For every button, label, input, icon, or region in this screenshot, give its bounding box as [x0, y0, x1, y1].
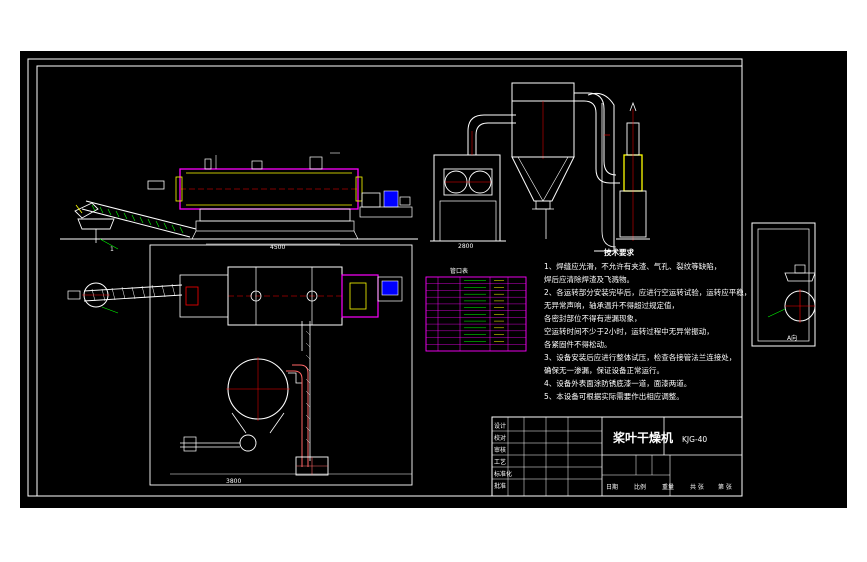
- title-block-cell: 设计: [494, 422, 506, 430]
- tech-req-line: 各密封部位不得有泄漏现象，: [544, 313, 642, 323]
- title-block-cell: 共 张: [690, 483, 704, 491]
- title-block-drawing-no: KJG-40: [682, 435, 707, 444]
- parts-table: 管口表: [425, 267, 527, 352]
- detail-view: A向: [751, 222, 816, 347]
- drive-motor-front: [383, 190, 399, 208]
- title-block-cell: 标准化: [494, 470, 512, 478]
- plan-dimension: 3800: [226, 478, 241, 485]
- side-dimension: 2800: [458, 243, 473, 250]
- title-block-title: 桨叶干燥机: [612, 430, 673, 445]
- side-view: 2800: [430, 82, 650, 252]
- drive-motor-plan: [381, 280, 399, 296]
- tech-req-line: 确保无一渗漏，保证设备正常运行。: [544, 365, 664, 375]
- tech-req-line: 2、各运转部分安装完毕后，应进行空运转试验，运转应平稳，: [544, 287, 751, 297]
- plan-view: 3800: [67, 244, 413, 486]
- title-block-cell: 批准: [494, 482, 506, 490]
- inner-border: [36, 65, 743, 497]
- title-block-cell: 第 张: [718, 483, 732, 491]
- tech-req-line: 各紧固件不得松动。: [544, 339, 612, 349]
- title-block-cell: 日期: [606, 483, 618, 491]
- tech-req-line: 4、设备外表面涂防锈底漆一道，面漆两道。: [544, 378, 691, 388]
- front-dimension: 4500: [270, 244, 285, 251]
- drawing-svg: A向 1: [27, 58, 816, 497]
- title-block-cell: 比例: [634, 483, 646, 491]
- title-block-cell: 重量: [662, 483, 674, 491]
- technical-requirements: 技术要求 1、焊缝应光滑，不允许有夹渣、气孔、裂纹等缺陷， 焊后应清除焊渣及飞溅…: [544, 247, 751, 401]
- svg-text:1: 1: [110, 246, 114, 253]
- tech-req-line: 空运转时间不少于2小时，运转过程中无异常振动，: [544, 326, 714, 336]
- tech-req-line: 无异常声响，轴承温升不得超过规定值，: [544, 300, 679, 310]
- tech-req-line: 焊后应清除焊渣及飞溅物。: [544, 274, 634, 284]
- tech-req-line: 5、本设备可根据实际需要作出相应调整。: [544, 391, 684, 401]
- tech-req-heading: 技术要求: [604, 247, 634, 257]
- tech-req-line: 1、焊缝应光滑，不允许有夹渣、气孔、裂纹等缺陷，: [544, 261, 721, 271]
- title-block-cell: 工艺: [494, 458, 506, 466]
- title-block-cell: 审核: [494, 446, 506, 454]
- front-view: 1 4500: [60, 152, 418, 253]
- detail-view-label: A向: [787, 334, 797, 342]
- tech-req-line: 3、设备安装后应进行整体试压，检查各接管法兰连接处，: [544, 352, 736, 362]
- dryer-front-body: [179, 168, 359, 210]
- title-block-cell: 校对: [494, 434, 506, 442]
- parts-table-heading: 管口表: [450, 267, 468, 275]
- cad-drawing-canvas: A向 1: [20, 51, 847, 508]
